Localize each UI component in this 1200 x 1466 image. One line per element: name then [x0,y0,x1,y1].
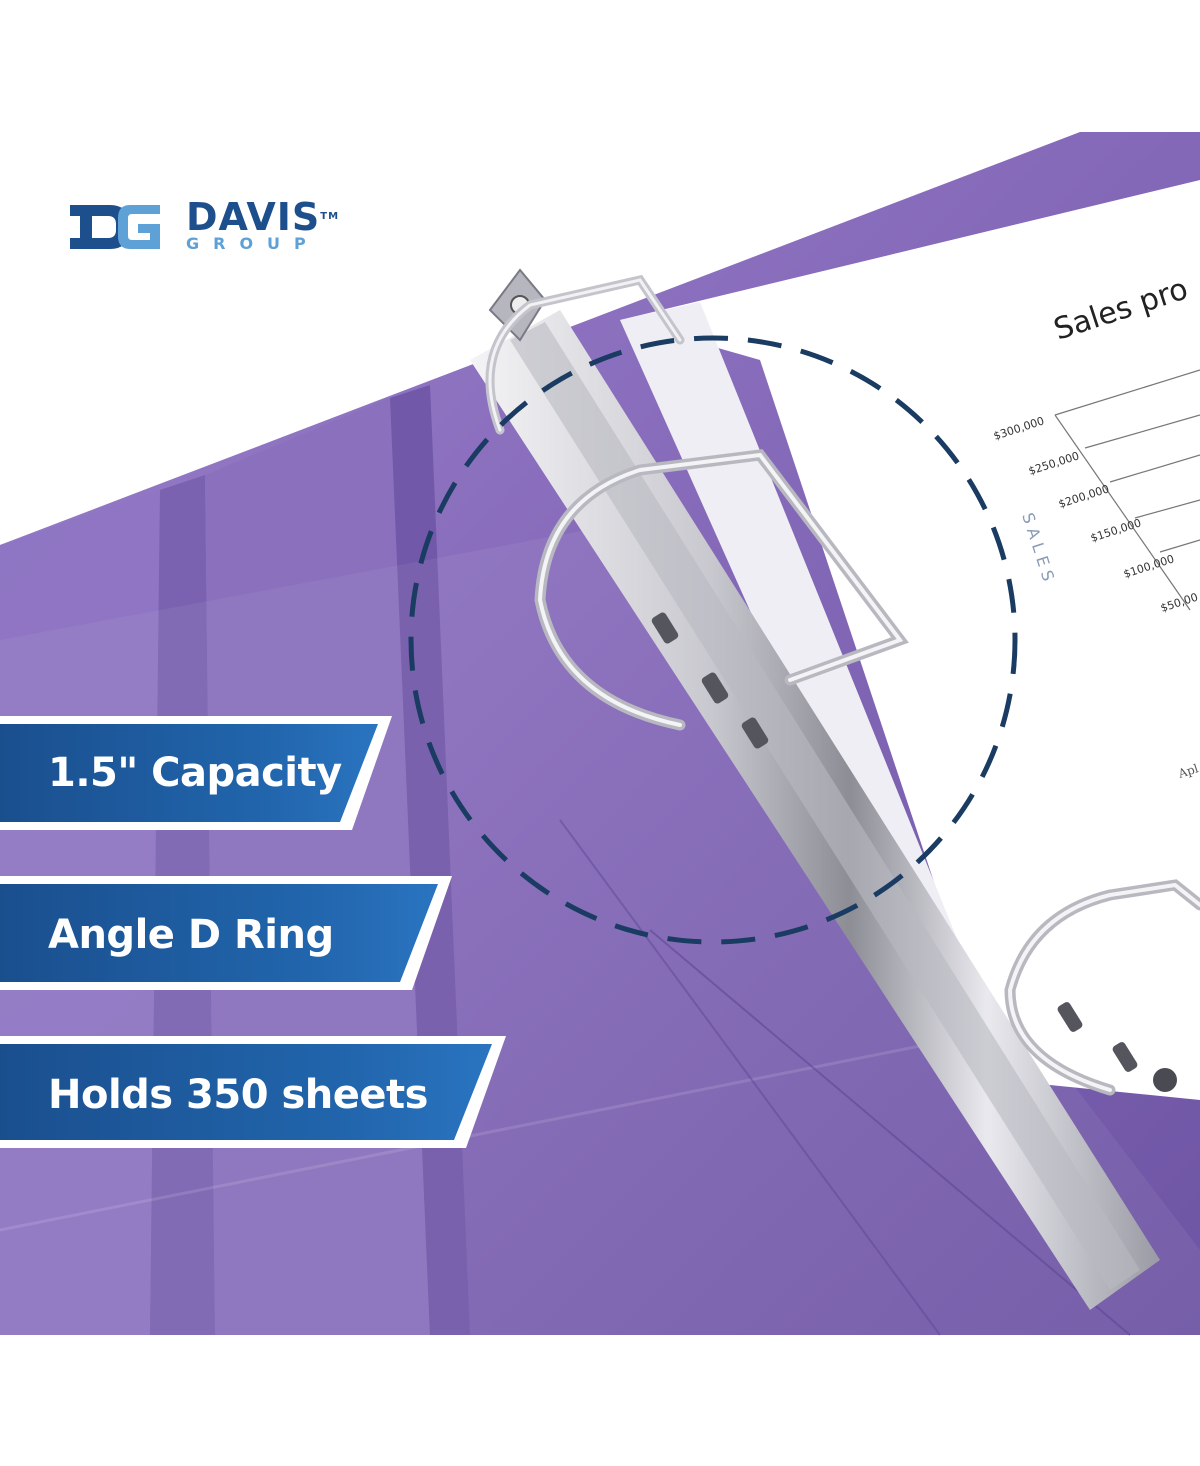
ring-type-badge-label: Angle D Ring [48,912,334,958]
zoom-highlight-circle [408,335,1018,945]
brand-name: DAVIS [186,195,321,239]
capacity-badge-label: 1.5" Capacity [48,750,342,796]
capacity-badge: 1.5" Capacity [0,718,342,828]
paper-note: Apl [1176,761,1200,781]
davis-group-logo-icon [70,205,160,249]
capacity-badge-shape [0,716,392,830]
sheets-badge: Holds 350 sheets [0,1040,428,1150]
ring-mechanism [470,268,1177,1310]
brand-subtitle: GROUP [186,234,320,253]
brand-logo: DAVISTM GROUP [186,198,339,252]
sheets-badge-label: Holds 350 sheets [48,1072,428,1118]
d-rings [485,274,1200,1096]
ring-type-badge: Angle D Ring [0,880,334,990]
brand-trademark: TM [320,211,340,222]
ring-badge-shape [0,876,452,990]
sheets-badge-shape [0,1036,506,1148]
